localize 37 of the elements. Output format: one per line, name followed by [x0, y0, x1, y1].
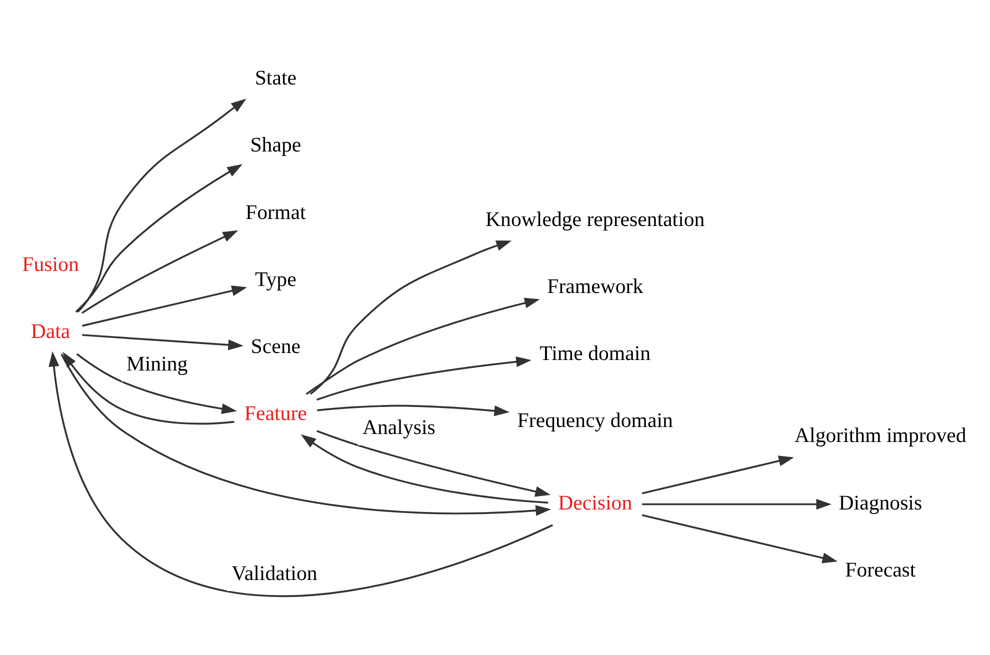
edge-label: Analysis [362, 415, 436, 440]
arrow [60, 354, 551, 516]
arrow [82, 334, 244, 350]
arrow [300, 434, 548, 504]
node-text: Feature [244, 401, 307, 426]
node-text: Data [30, 319, 70, 344]
arrow [316, 356, 532, 401]
arrow [306, 298, 540, 395]
node-text: Time domain [540, 341, 651, 366]
node-text: Forecast [845, 557, 916, 582]
arrow [310, 240, 512, 395]
edge-label: Mining [126, 351, 188, 376]
arrow [76, 353, 238, 414]
edge-label: Validation [232, 560, 318, 585]
node-text: Knowledge representation [486, 206, 705, 231]
arrow [48, 351, 554, 597]
node-text: State [254, 66, 296, 90]
arrow [77, 98, 246, 313]
arrow [75, 164, 242, 313]
arrow [82, 286, 248, 327]
arrow [62, 352, 234, 425]
node-text: Framework [547, 274, 644, 298]
node-text: Decision [558, 490, 632, 514]
node-text: Diagnosis [838, 490, 922, 514]
node-text: Frequency domain [517, 408, 673, 432]
arrow [81, 230, 238, 314]
arrow [317, 404, 510, 416]
node-text: Type [254, 266, 296, 291]
arrow [316, 430, 551, 497]
node-text: Shape [250, 132, 302, 157]
arrow [642, 498, 832, 510]
node-text: Algorithm improved [794, 423, 966, 448]
arrow [642, 456, 794, 494]
arrow [642, 514, 838, 564]
label: Fusion [22, 252, 79, 276]
node-text: Format [246, 200, 306, 224]
node-text: Scene [250, 334, 301, 358]
